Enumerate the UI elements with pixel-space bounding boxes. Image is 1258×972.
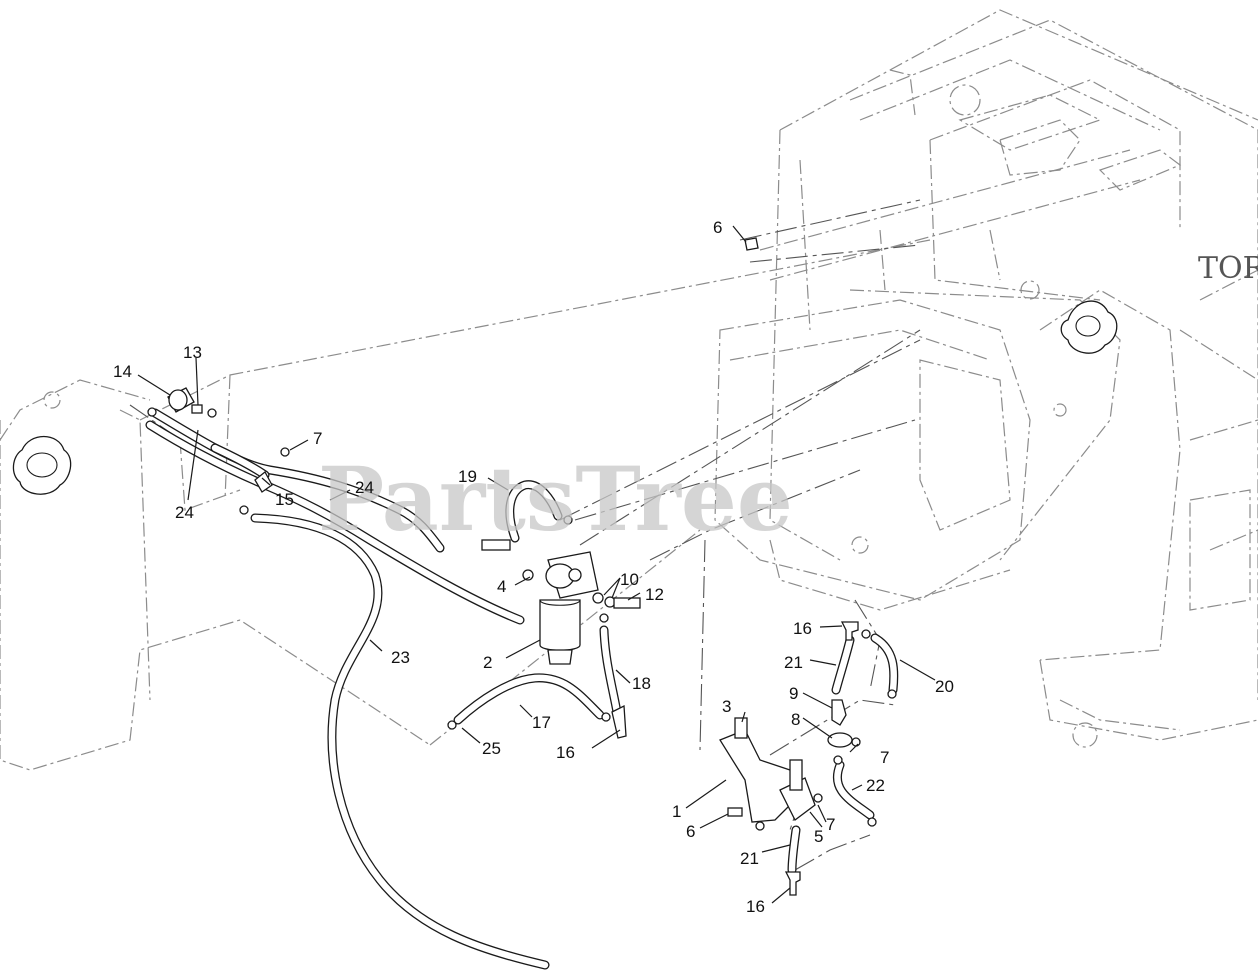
machine-brand-mark: TOR <box>1198 251 1258 286</box>
callout-23: 23 <box>391 648 410 667</box>
callout-24-left: 24 <box>175 503 194 522</box>
callout-1: 1 <box>672 802 681 821</box>
callout-17: 17 <box>532 713 551 732</box>
bolt-6-lower <box>727 807 765 831</box>
clamp-15 <box>254 471 273 493</box>
callout-12: 12 <box>645 585 664 604</box>
callout-4: 4 <box>497 577 506 596</box>
clamp-7-left <box>280 447 290 457</box>
machine-frame-outline <box>714 9 1258 748</box>
hose-19 <box>505 480 563 543</box>
callout-7-lower: 7 <box>826 815 835 834</box>
callout-2: 2 <box>483 653 492 672</box>
leader-lines <box>137 225 936 904</box>
fitting-16-left <box>611 704 627 739</box>
hose-18 <box>599 625 622 717</box>
callout-19: 19 <box>458 467 477 486</box>
hose-21-upper <box>831 635 855 695</box>
callout-6-lower: 6 <box>686 822 695 841</box>
callout-18: 18 <box>632 674 651 693</box>
callout-6-upper: 6 <box>713 218 722 237</box>
hose-20 <box>870 633 899 695</box>
bolt-3 <box>734 717 748 739</box>
hose-21-lower <box>787 825 801 875</box>
hose-22 <box>832 760 875 820</box>
callout-24-right: 24 <box>355 478 374 497</box>
hose-24-short <box>210 443 270 480</box>
machine-fuel-cap <box>1060 300 1118 354</box>
callout-7-right: 7 <box>880 748 889 767</box>
fitting-9 <box>831 699 847 726</box>
fuel-fitting-14 <box>167 387 195 413</box>
fitting-8 <box>827 732 853 748</box>
callout-7-left: 7 <box>313 429 322 448</box>
hose-23 <box>250 513 550 970</box>
callout-22: 22 <box>866 776 885 795</box>
tank-fuel-cap <box>12 436 72 495</box>
fuel-filter-assembly <box>539 551 599 665</box>
callout-16-lower: 16 <box>746 897 765 916</box>
callout-labels: 1 2 3 4 5 6 6 7 7 7 8 9 10 12 13 14 15 1… <box>113 218 954 916</box>
bolt-6-upper <box>744 237 759 251</box>
hose-17 <box>453 673 605 725</box>
callout-3: 3 <box>722 697 731 716</box>
callout-13: 13 <box>183 343 202 362</box>
callout-5: 5 <box>814 827 823 846</box>
callout-9: 9 <box>789 684 798 703</box>
assembly-alignment-lines <box>129 199 921 871</box>
watermark: PartsTree <box>318 447 793 551</box>
fitting-16-lower <box>784 871 801 896</box>
callout-16-upper: 16 <box>793 619 812 638</box>
pump-5 <box>779 759 823 821</box>
callout-21-upper: 21 <box>784 653 803 672</box>
bolt-12-washers-10 <box>592 592 641 609</box>
hose-end-fittings <box>147 407 897 827</box>
fitting-4 <box>481 539 534 581</box>
clamp-7-right <box>851 737 861 747</box>
callout-21-lower: 21 <box>740 849 759 868</box>
callout-14: 14 <box>113 362 132 381</box>
callout-8: 8 <box>791 710 800 729</box>
callout-25: 25 <box>482 739 501 758</box>
callout-16-left: 16 <box>556 743 575 762</box>
hose-24-lower <box>145 420 525 625</box>
callout-10: 10 <box>620 570 639 589</box>
fitting-13 <box>191 404 217 418</box>
callout-15: 15 <box>275 490 294 509</box>
callout-20: 20 <box>935 677 954 696</box>
fitting-16-upper <box>840 621 859 641</box>
